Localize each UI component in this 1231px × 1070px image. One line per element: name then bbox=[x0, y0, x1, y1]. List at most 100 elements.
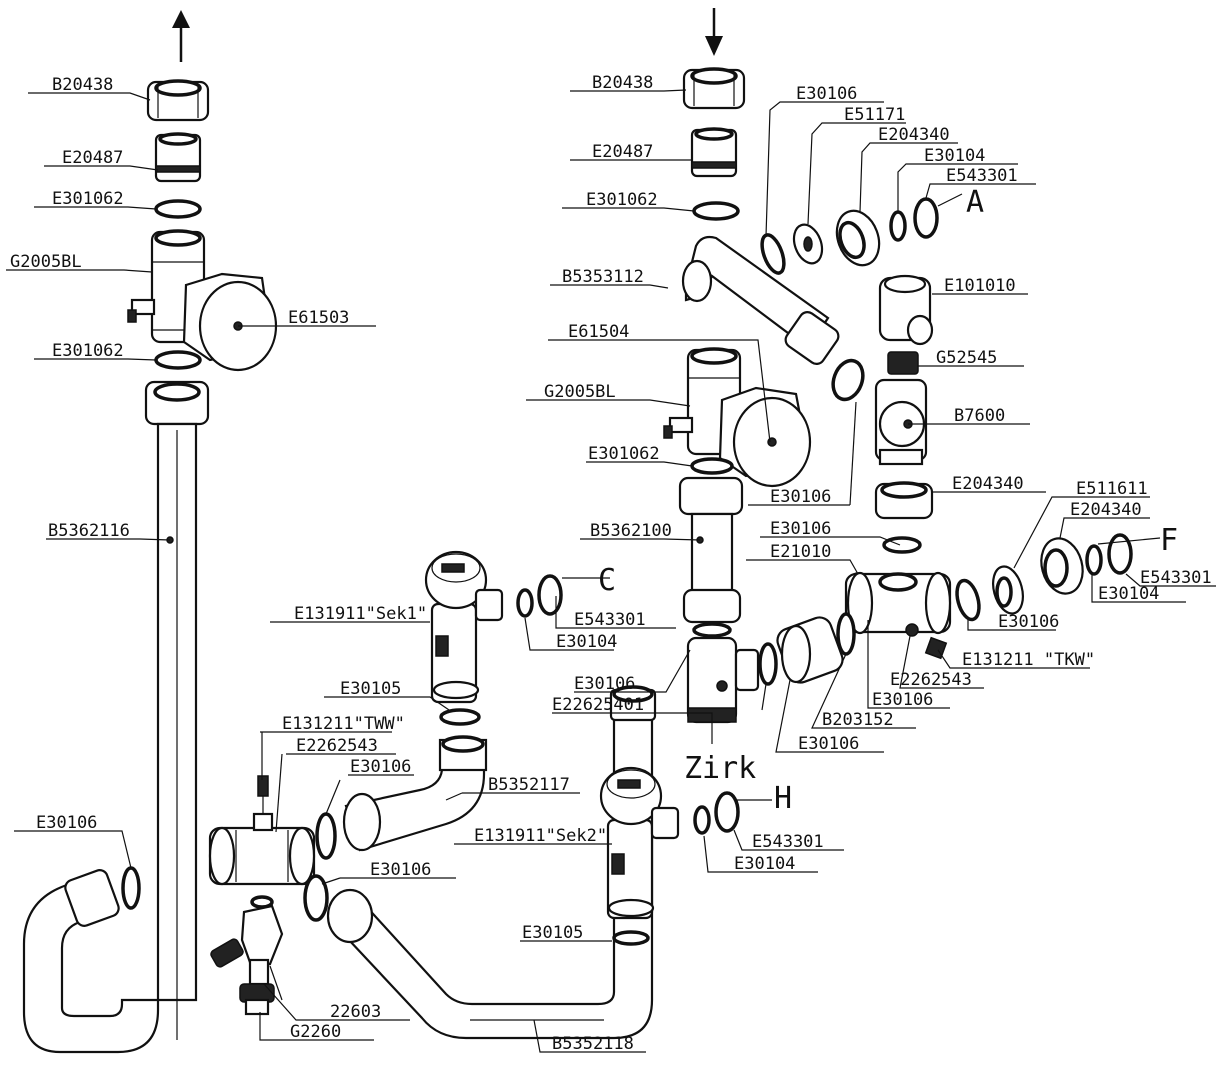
ring-e511611 bbox=[992, 565, 1024, 615]
gasket-sek1 bbox=[516, 588, 534, 618]
left-bend-gasket bbox=[121, 866, 141, 910]
label-e30106-leftbend: E30106 bbox=[36, 813, 97, 833]
label-e30106-zirk: E30106 bbox=[574, 674, 635, 694]
pipe-b5352117 bbox=[342, 735, 488, 852]
label-letter-c: C bbox=[598, 563, 616, 598]
outflow-arrow bbox=[172, 10, 190, 62]
left-bend-nut bbox=[64, 869, 120, 927]
gasket-e30105-top bbox=[439, 708, 481, 726]
label-e30106-diag: E30106 bbox=[770, 487, 831, 507]
label-e511611: E511611 bbox=[1076, 479, 1148, 499]
label-e51171: E51171 bbox=[844, 105, 905, 125]
label-e30106-tww: E30106 bbox=[350, 757, 411, 777]
tww-gasket bbox=[315, 812, 337, 860]
label-e30106-b: E30106 bbox=[872, 690, 933, 710]
label-e131211-tww: E131211"TWW" bbox=[282, 714, 405, 734]
label-e30104-h: E30104 bbox=[734, 854, 795, 874]
tkw-tee bbox=[844, 571, 952, 660]
left-gasket-bottom bbox=[154, 350, 202, 370]
left-gasket-top bbox=[154, 199, 202, 219]
ring-e51171 bbox=[792, 223, 824, 265]
label-b5352117: B5352117 bbox=[488, 775, 570, 795]
label-left-e301062-bottom: E301062 bbox=[52, 341, 124, 361]
label-22603: 22603 bbox=[330, 1002, 381, 1022]
cap-sek2 bbox=[714, 791, 740, 833]
left-ball-valve bbox=[127, 229, 278, 372]
label-left-g2005bl: G2005BL bbox=[10, 252, 82, 272]
label-e204340-right: E204340 bbox=[1070, 500, 1142, 520]
label-e543301-h: E543301 bbox=[752, 832, 824, 852]
label-e30106-right: E30106 bbox=[998, 612, 1059, 632]
left-nipple bbox=[154, 132, 202, 183]
left-union-nut bbox=[146, 79, 210, 122]
fitting-g52545 bbox=[887, 351, 919, 375]
right-union-nut bbox=[682, 67, 746, 110]
nut-e204340-mid bbox=[874, 481, 934, 520]
label-e101010: E101010 bbox=[944, 276, 1016, 296]
right-nipple bbox=[690, 127, 738, 178]
drain-valve bbox=[210, 895, 284, 1016]
nut-e204340-top bbox=[835, 209, 881, 267]
label-e131911-sek2: E131911"Sek2" bbox=[474, 826, 607, 846]
valve-sek2 bbox=[599, 766, 680, 920]
part-labels: B20438 E20487 E301062 G2005BL E61503 E30… bbox=[10, 73, 1212, 1054]
label-e30104-f: E30104 bbox=[1098, 584, 1159, 604]
gasket-e30106-low bbox=[303, 874, 329, 922]
label-letter-h: H bbox=[774, 781, 792, 816]
gasket-e30105-bottom bbox=[612, 930, 650, 946]
label-letter-a: A bbox=[966, 185, 984, 220]
pipe-b5362100 bbox=[678, 476, 744, 624]
label-g52545: G52545 bbox=[936, 348, 997, 368]
label-e131211-tkw: E131211 "TKW" bbox=[962, 650, 1095, 670]
label-e543301-a: E543301 bbox=[946, 166, 1018, 186]
label-e30106-mid: E30106 bbox=[770, 519, 831, 539]
gasket-e30106-c bbox=[758, 642, 778, 686]
label-e2262543-right: E2262543 bbox=[890, 670, 972, 690]
valve-sek1 bbox=[424, 550, 504, 704]
label-b5362116: B5362116 bbox=[48, 521, 130, 541]
leader-lines bbox=[6, 89, 1216, 1053]
gasket-e30106-mid bbox=[882, 536, 922, 554]
gasket-e30106-b bbox=[836, 612, 856, 656]
label-left-e61503: E61503 bbox=[288, 308, 349, 328]
gasket-right-diag bbox=[831, 358, 865, 402]
gasket-e30106-top bbox=[760, 233, 786, 275]
label-b5352118: B5352118 bbox=[552, 1034, 634, 1054]
label-e22625401: E22625401 bbox=[552, 695, 644, 715]
label-e543301-f: E543301 bbox=[1140, 568, 1212, 588]
zirk-tee bbox=[686, 636, 760, 724]
right-gasket-zirk bbox=[692, 622, 732, 638]
label-right-e20487: E20487 bbox=[592, 142, 653, 162]
cap-sek1 bbox=[537, 574, 563, 616]
label-e543301-c: E543301 bbox=[574, 610, 646, 630]
pipe-b5353112 bbox=[681, 235, 840, 365]
gasket-sek2 bbox=[693, 805, 711, 835]
cap-e101010 bbox=[878, 274, 934, 346]
label-b203152: B203152 bbox=[822, 710, 894, 730]
tww-tee bbox=[208, 775, 316, 886]
label-e204340-top: E204340 bbox=[878, 125, 950, 145]
label-e21010: E21010 bbox=[770, 542, 831, 562]
gasket-e30104-top bbox=[889, 210, 907, 242]
nut-e204340-right bbox=[1040, 537, 1084, 595]
label-e30106-low: E30106 bbox=[370, 860, 431, 880]
label-e30105-top: E30105 bbox=[340, 679, 401, 699]
nut-b203152 bbox=[776, 616, 844, 684]
label-e30105-bottom: E30105 bbox=[522, 923, 583, 943]
label-right-e301062-bottom: E301062 bbox=[588, 444, 660, 464]
label-left-e301062-top: E301062 bbox=[52, 189, 124, 209]
label-right-g2005bl: G2005BL bbox=[544, 382, 616, 402]
label-b7600: B7600 bbox=[954, 406, 1005, 426]
valve-b7600 bbox=[874, 378, 928, 466]
label-e131911-sek1: E131911"Sek1" bbox=[294, 604, 427, 624]
label-e2262543-left: E2262543 bbox=[296, 736, 378, 756]
label-e30106-bottomright: E30106 bbox=[798, 734, 859, 754]
left-pipe-nut bbox=[144, 380, 210, 426]
label-e30104-top: E30104 bbox=[924, 146, 985, 166]
label-zirk: Zirk bbox=[684, 751, 756, 786]
label-b5362100: B5362100 bbox=[590, 521, 672, 541]
label-right-b20438: B20438 bbox=[592, 73, 653, 93]
label-g2260: G2260 bbox=[290, 1022, 341, 1042]
left-long-pipe bbox=[22, 422, 198, 1054]
right-gasket-top bbox=[692, 201, 740, 221]
